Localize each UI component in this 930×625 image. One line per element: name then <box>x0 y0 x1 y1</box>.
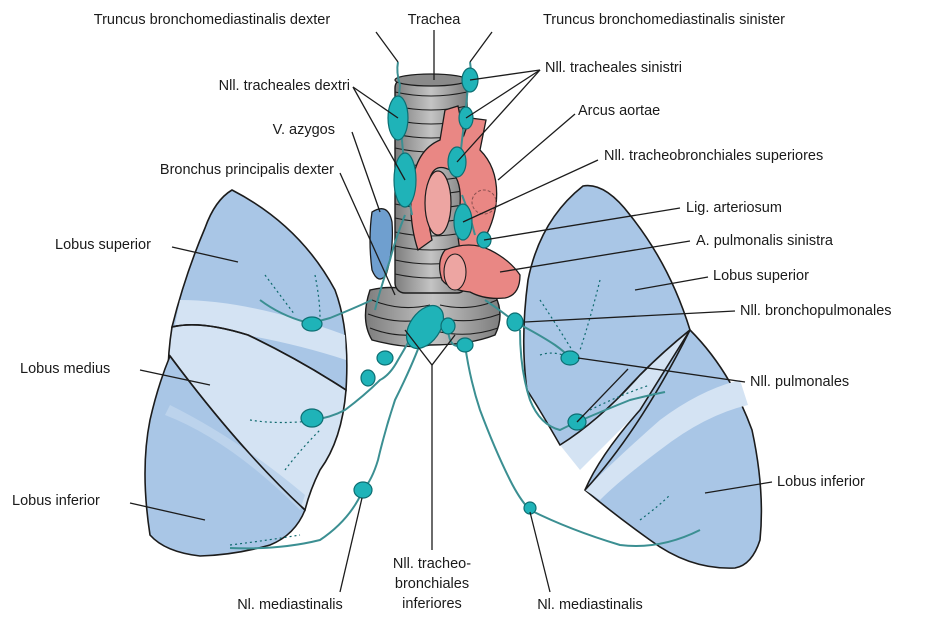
label-truncus-sinister: Truncus bronchomediastinalis sinister <box>543 12 785 28</box>
pulmonary-trunk <box>444 254 466 290</box>
label-nll-bronchopulmonales: Nll. bronchopulmonales <box>740 303 892 319</box>
right-lung <box>145 190 347 556</box>
label-trachea: Trachea <box>408 12 462 28</box>
label-lobus-inferior-left: Lobus inferior <box>777 474 865 490</box>
leader-truncus-dexter <box>376 32 398 62</box>
nll-bronchopulmonales-node <box>507 313 523 331</box>
label-lobus-superior-right: Lobus superior <box>55 237 151 253</box>
small-node-a <box>441 318 455 334</box>
label-nll-tracheales-dextri: Nll. tracheales dextri <box>219 78 350 94</box>
leader-nll-tracheales-sinistri-1 <box>470 70 540 80</box>
nll-pulmonales-node <box>561 351 579 365</box>
aorta-highlight <box>425 171 451 235</box>
label-v-azygos: V. azygos <box>273 122 335 138</box>
label-nl-mediastinalis-right: Nl. mediastinalis <box>237 597 343 613</box>
label-nl-mediastinalis-left: Nl. mediastinalis <box>537 597 643 613</box>
label-nll-tracheobronchiales-inferiores-2: bronchiales <box>395 576 469 592</box>
nl-mediastinalis-right-node <box>354 482 372 498</box>
v-azygos-shape <box>370 209 392 279</box>
label-nll-tracheobronchiales-inferiores-1: Nll. tracheo- <box>393 556 471 572</box>
label-nll-tracheobronchiales-inferiores-3: inferiores <box>402 596 462 612</box>
mediastinal-node-r1 <box>377 351 393 365</box>
leader-truncus-sinister <box>470 32 492 62</box>
small-node-b <box>457 338 473 352</box>
right-pulmonary-node <box>301 409 323 427</box>
label-truncus-dexter: Truncus bronchomediastinalis dexter <box>94 12 331 28</box>
right-bronchopulmonary-node <box>302 317 322 331</box>
label-lobus-medius: Lobus medius <box>20 361 110 377</box>
leader-v-azygos <box>352 132 380 212</box>
label-lig-arteriosum: Lig. arteriosum <box>686 200 782 216</box>
label-arcus-aortae: Arcus aortae <box>578 103 660 119</box>
leader-nl-mediastinalis-left <box>530 512 550 592</box>
label-lobus-inferior-right: Lobus inferior <box>12 493 100 509</box>
label-nll-tracheales-sinistri: Nll. tracheales sinistri <box>545 60 682 76</box>
label-lobus-superior-left: Lobus superior <box>713 268 809 284</box>
trachea-opening <box>395 74 467 86</box>
label-nll-pulmonales: Nll. pulmonales <box>750 374 849 390</box>
label-nll-tracheobronchiales-superiores: Nll. tracheobronchiales superiores <box>604 148 823 164</box>
label-bronchus-principalis-dexter: Bronchus principalis dexter <box>160 162 334 178</box>
leader-arcus-aortae <box>498 114 575 180</box>
mediastinal-node-r2 <box>361 370 375 386</box>
label-a-pulmonalis-sinistra: A. pulmonalis sinistra <box>696 233 834 249</box>
